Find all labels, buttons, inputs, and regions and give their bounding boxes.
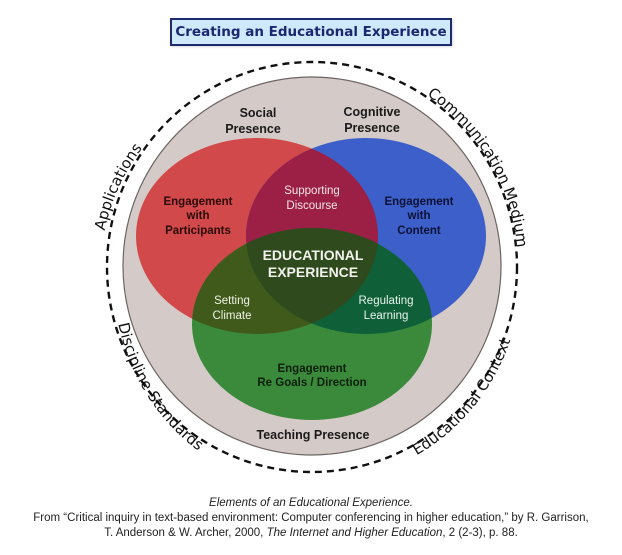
- social-presence-title-1: Social: [240, 106, 277, 120]
- regulating-learning-line-1: Regulating: [359, 295, 414, 307]
- cognitive-presence-title-1: Cognitive: [344, 105, 401, 119]
- caption-volume: , 2 (2-3), p. 88.: [442, 527, 518, 539]
- supporting-discourse-line-2: Discourse: [286, 200, 337, 212]
- diagram-title: Creating an Educational Experience: [170, 18, 452, 46]
- educational-experience-line-1: EDUCATIONAL: [263, 247, 364, 263]
- social-inner-line-1: Engagement: [163, 196, 232, 208]
- cognitive-inner-line-3: Content: [397, 225, 441, 237]
- teaching-presence-title: Teaching Presence: [256, 428, 369, 442]
- supporting-discourse-line-1: Supporting: [284, 185, 340, 197]
- caption-citation-line-1: From “Critical inquiry in text-based env…: [33, 512, 589, 524]
- social-presence-title-2: Presence: [225, 122, 281, 136]
- caption-citation-line-2: T. Anderson & W. Archer, 2000, The Inter…: [0, 526, 622, 541]
- social-inner-line-2: with: [186, 210, 210, 222]
- coi-venn-diagram: Applications Communication Medium Discip…: [91, 60, 531, 474]
- teaching-inner-line-2: Re Goals / Direction: [257, 377, 366, 389]
- setting-climate-line-2: Climate: [213, 310, 252, 322]
- cognitive-inner-line-2: with: [407, 210, 431, 222]
- social-inner-line-3: Participants: [165, 225, 231, 237]
- figure-caption: Elements of an Educational Experience. F…: [0, 496, 622, 541]
- caption-title: Elements of an Educational Experience.: [209, 497, 413, 509]
- educational-experience-line-2: EXPERIENCE: [268, 264, 358, 280]
- caption-authors: T. Anderson & W. Archer, 2000,: [104, 527, 267, 539]
- cognitive-presence-title-2: Presence: [344, 121, 400, 135]
- teaching-inner-line-1: Engagement: [277, 363, 346, 375]
- outer-dashed-ring: [105, 60, 519, 474]
- caption-journal: The Internet and Higher Education: [266, 527, 443, 539]
- cognitive-inner-line-1: Engagement: [384, 196, 453, 208]
- regulating-learning-line-2: Learning: [364, 310, 409, 322]
- setting-climate-line-1: Setting: [214, 295, 250, 307]
